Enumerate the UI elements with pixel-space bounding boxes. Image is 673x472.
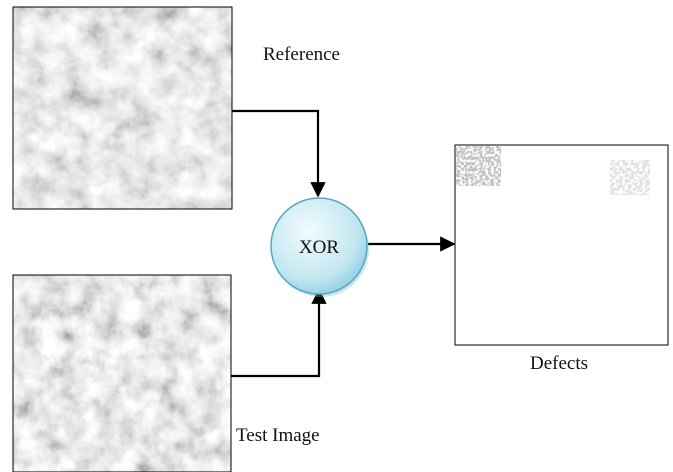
xor-node: XOR [270,197,369,297]
defects-image [454,144,669,346]
test-image-label: Test Image [236,425,320,446]
reference-image [12,6,233,210]
connector-test-to-xor [231,288,327,378]
reference-label: Reference [263,44,340,65]
xor-label: XOR [299,237,339,258]
connector-reference-to-xor [232,109,326,198]
test-image [12,274,232,472]
defects-label: Defects [530,353,589,374]
